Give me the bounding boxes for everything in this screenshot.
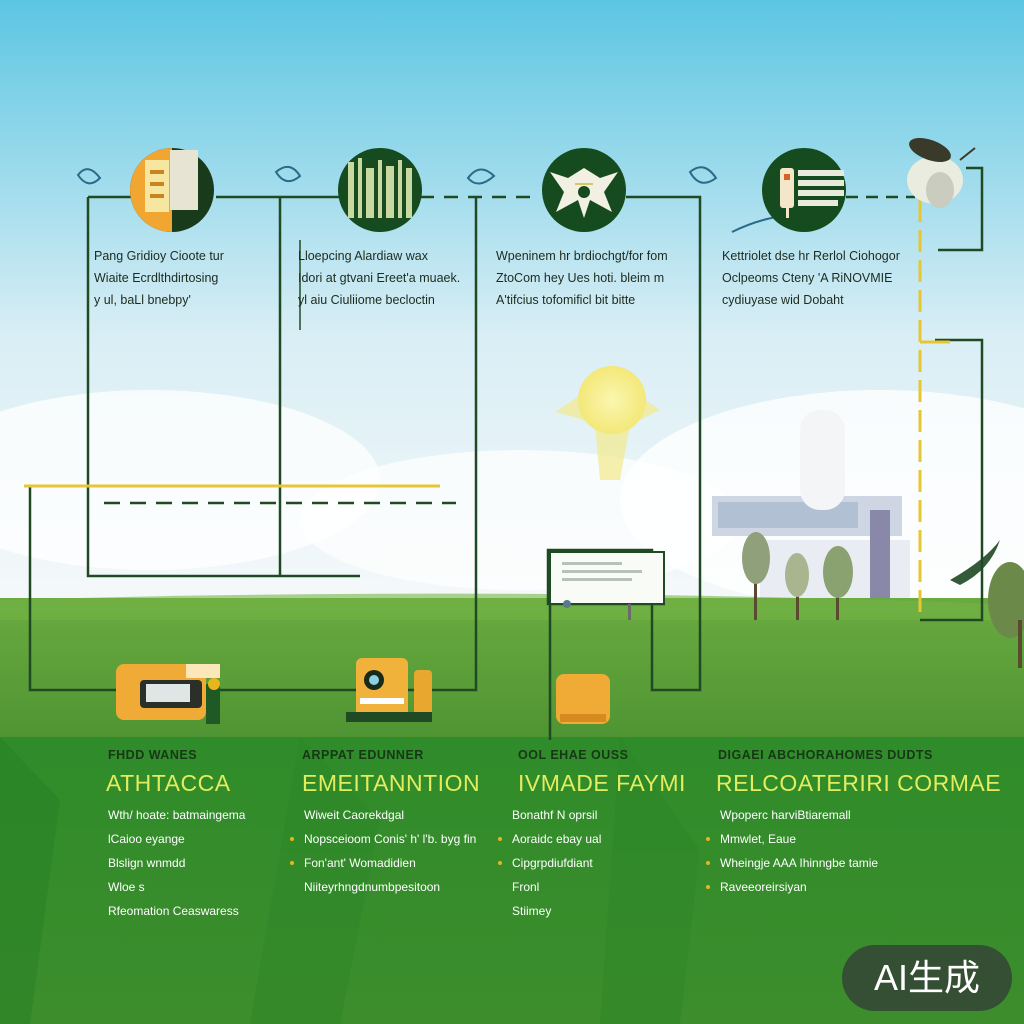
ruler-panel-icon xyxy=(130,148,214,232)
yellow-connectors xyxy=(24,200,950,620)
panel-3-subtitle: OOL EHAE OUSS xyxy=(518,748,629,762)
sun-icon xyxy=(555,366,660,480)
panel-4-item-text: Raveeoreirsiyan xyxy=(720,880,807,894)
panel-4-item: Mmwlet, Eaue xyxy=(706,827,878,851)
trees xyxy=(742,532,1024,668)
panel-3-item: Aoraidc ebay ual xyxy=(498,827,602,851)
panel-3-item: Cipgrpdiufdiant xyxy=(498,851,601,875)
panel-1-item: Blslign wnmdd xyxy=(108,856,186,870)
panel-2-item: Wiweit Caorekdgal xyxy=(304,808,405,822)
machine-icon-1 xyxy=(116,664,220,724)
stage-3-line-1: Wpeninem hr brdiochgt/for fom xyxy=(496,249,668,263)
insect-icon xyxy=(907,137,976,208)
eagle-emblem-icon xyxy=(542,148,626,232)
panel-1-item: Rfeomation Ceaswaress xyxy=(108,904,239,918)
stage-2-line-1: Lloepcing Alardiaw wax xyxy=(298,249,428,263)
panel-3-item: Bonathf N oprsil xyxy=(512,808,598,822)
bullet-dot xyxy=(706,861,710,865)
bullet-dot xyxy=(706,837,710,841)
machine-icon-3 xyxy=(556,674,610,724)
panel-3-title: IVMADE FAYMI xyxy=(518,770,686,796)
panel-3-list: Bonathf N oprsil Aoraidc ebay ual Cipgrp… xyxy=(498,803,602,923)
panel-4-subtitle: DIGAEI ABCHORAHOMES DUDTS xyxy=(718,748,933,762)
panel-4-item-text: Mmwlet, Eaue xyxy=(720,832,797,846)
stage-1-line-1: Pang Gridioy Cioote tur xyxy=(94,249,224,263)
panel-2-subtitle: ARPPAT EDUNNER xyxy=(302,748,424,762)
panel-1-item: Wth/ hoate: batmaingema xyxy=(108,808,246,822)
panel-2-item: Fon'ant' Womadidien xyxy=(290,851,476,875)
bar-code-icon xyxy=(338,148,422,232)
panel-1-subtitle: FHDD WANES xyxy=(108,748,198,762)
billboard-icon xyxy=(549,551,665,620)
panel-4-item: Wheingje AAA Ihinngbe tamie xyxy=(706,851,879,875)
stage-4-line-3: cydiuyase wid Dobaht xyxy=(722,293,844,307)
stage-4-line-2: Oclpeoms Cteny 'A RiNOVMIE xyxy=(722,271,893,285)
panel-4-item: Raveeoreirsiyan xyxy=(706,875,878,899)
stage-3-line-2: ZtoCom hey Ues hoti. bleim m xyxy=(496,271,665,285)
leaf-shape xyxy=(950,540,1000,585)
panel-4-title: RELCOATERIRI CORMAE xyxy=(716,770,1002,796)
stage-2-line-2: Idori at gtvani Ereet'a muaek. xyxy=(298,271,461,285)
panel-3-item: Stiimey xyxy=(512,904,552,918)
panel-3-item-text: Cipgrpdiufdiant xyxy=(512,856,593,870)
ai-generated-badge: AI生成 xyxy=(842,945,1012,1011)
panel-1-list: Wth/ hoate: batmaingema lCaioo eyange Bl… xyxy=(108,803,245,923)
leaf-icons xyxy=(76,165,791,233)
cloud-left xyxy=(0,390,380,570)
panel-1-item: Wloe s xyxy=(108,880,145,894)
stage-4-line-1: Kettriolet dse hr Rerlol Ciohogor xyxy=(722,249,900,263)
bullet-dot xyxy=(498,837,502,841)
panel-4-item-text: Wheingje AAA Ihinngbe tamie xyxy=(720,856,879,870)
panel-2-item-text: Fon'ant' Womadidien xyxy=(304,856,416,870)
bullet-dot xyxy=(706,885,710,889)
panel-4-item: Wpoperc harviBtiaremall xyxy=(720,808,851,822)
stage-2-description: Lloepcing Alardiaw wax Idori at gtvani E… xyxy=(298,245,460,311)
panel-2-title: EMEITANNTION xyxy=(302,770,481,796)
panel-2-list: Wiweit Caorekdgal Nopsceioom Conis' h' l… xyxy=(290,803,477,899)
stage-1-line-3: y ul, baLl bnebpy' xyxy=(94,293,191,307)
control-rack-icon xyxy=(762,148,846,232)
stage-1-line-2: Wiaite Ecrdlthdirtosing xyxy=(94,271,219,285)
bullet-dot xyxy=(498,861,502,865)
stage-1-description: Pang Gridioy Cioote tur Wiaite Ecrdlthdi… xyxy=(94,245,224,311)
panel-1-title: ATHTACCA xyxy=(106,770,231,796)
stage-2-line-3: yl aiu Ciuliiome becloctin xyxy=(298,293,435,307)
machine-icon-2 xyxy=(346,658,432,722)
panel-1-item: lCaioo eyange xyxy=(108,832,185,846)
stage-3-line-3: A'tifcius tofomificl bit bitte xyxy=(496,293,636,307)
panel-3-item: Fronl xyxy=(512,880,540,894)
panel-2-item-text: Nopsceioom Conis' h' l'b. byg fin xyxy=(304,832,477,846)
stage-4-description: Kettriolet dse hr Rerlol Ciohogor Oclpeo… xyxy=(722,245,900,311)
panel-3-item-text: Aoraidc ebay ual xyxy=(512,832,602,846)
panel-2-item: Niiteyrhngdnumbpesitoon xyxy=(304,880,441,894)
flow-connectors xyxy=(28,166,984,740)
cloud-mid xyxy=(300,450,740,590)
panel-2-item: Nopsceioom Conis' h' l'b. byg fin xyxy=(290,827,477,851)
bullet-dot xyxy=(290,861,294,865)
stage-3-description: Wpeninem hr brdiochgt/for fom ZtoCom hey… xyxy=(496,245,668,311)
panel-4-list: Wpoperc harviBtiaremall Mmwlet, Eaue Whe… xyxy=(706,803,879,899)
bullet-dot xyxy=(290,837,294,841)
